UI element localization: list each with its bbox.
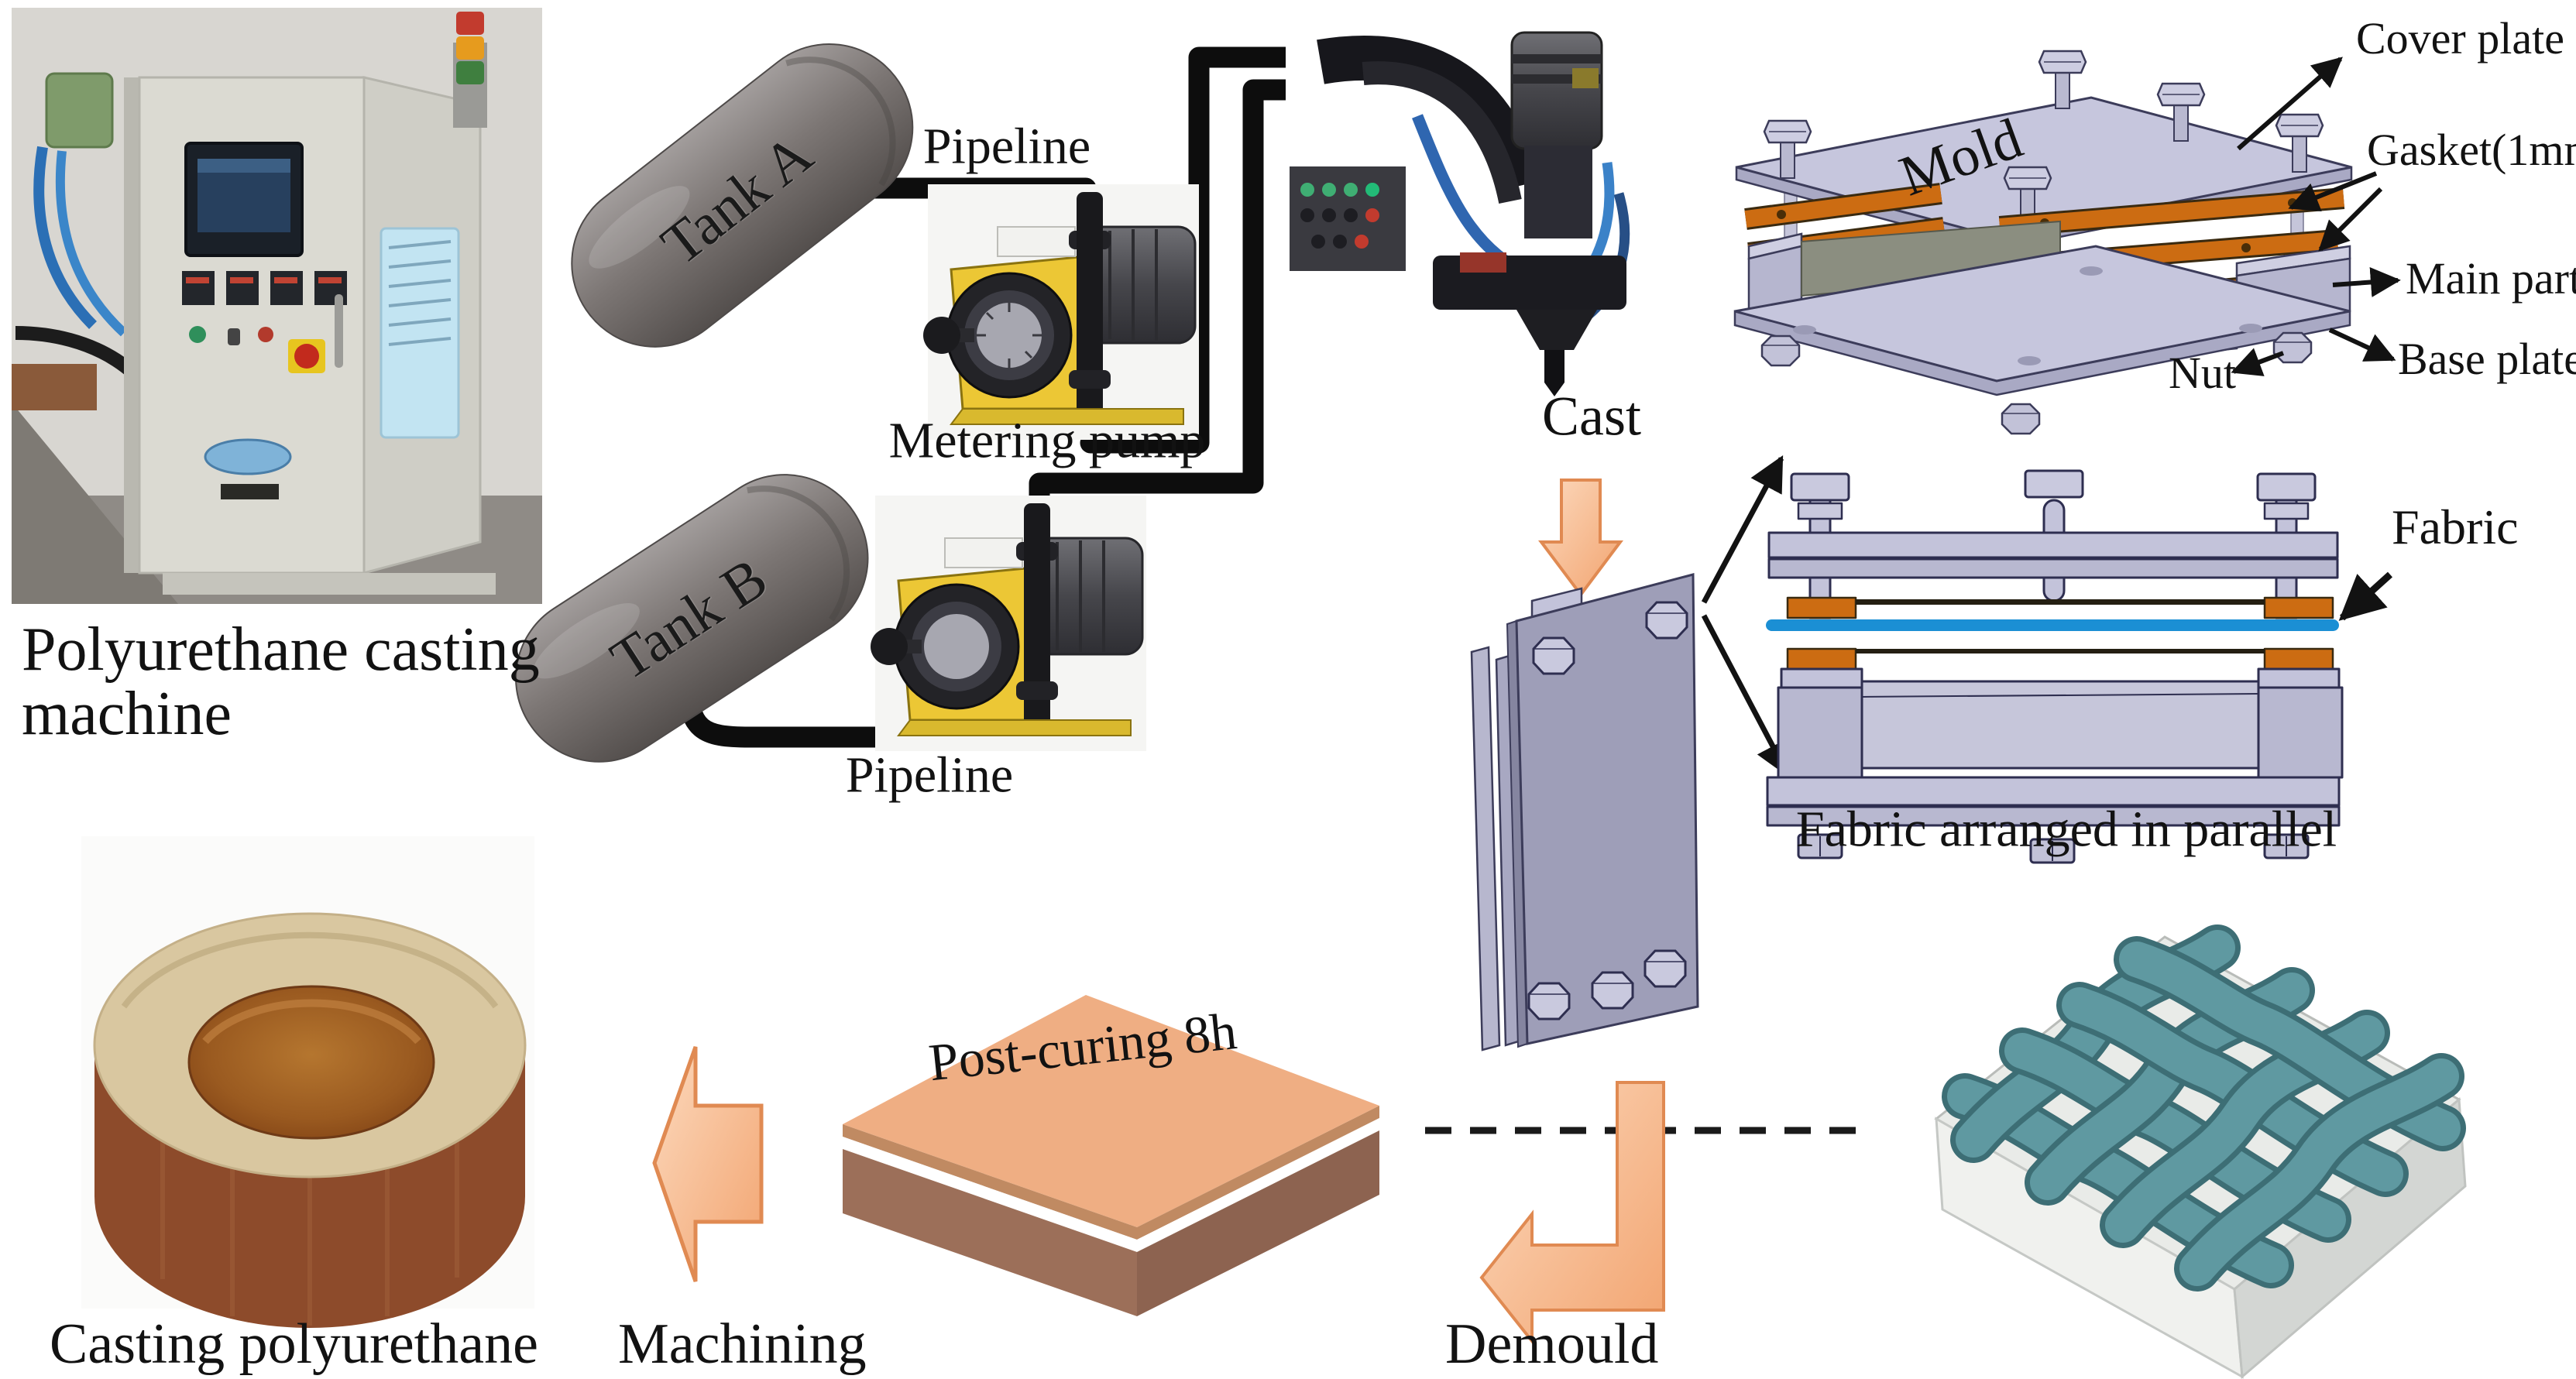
signal-light-red (456, 12, 484, 35)
base-plate-shape (1733, 245, 2351, 396)
mold-to-section-arrows (1701, 455, 1791, 778)
tank-b (515, 474, 869, 763)
fabric-cube (1934, 937, 2467, 1379)
emergency-stop (294, 344, 319, 369)
main-part-arrow (2332, 267, 2401, 297)
top-plate-1 (1767, 531, 2339, 559)
cover-plate-arrow (2237, 57, 2343, 151)
base-plate-arrow (2328, 328, 2396, 362)
fabric-parallel-diagram (1766, 469, 2344, 864)
exploded-label-arrows (2231, 57, 2401, 376)
cast-label: Cast (1541, 385, 1642, 448)
head-motor (1510, 31, 1603, 150)
machine-caption-line2: machine (22, 680, 232, 749)
machining-arrow (652, 1046, 764, 1282)
demould-label: Demould (1445, 1312, 1659, 1376)
metering-pump-label: Metering pump (888, 412, 1206, 469)
gasket-label: Gasket(1mm) (2367, 125, 2576, 175)
red-button (258, 327, 273, 342)
gasket-arrow-2 (2318, 187, 2383, 252)
ring-hole (187, 985, 435, 1140)
machine-caption: Polyurethane casting machine (22, 616, 540, 749)
base-plate-section (1766, 776, 2341, 807)
fabric-layer (1766, 619, 2339, 631)
green-motor (45, 72, 114, 149)
cover-plate-label: Cover plate (2356, 13, 2564, 63)
exploded-mold-diagram (1733, 50, 2353, 435)
nozzle (1544, 350, 1564, 382)
nut-label: Nut (2169, 348, 2236, 398)
metering-pump-b-photo (871, 496, 1146, 751)
tank-a (571, 43, 914, 348)
fabric-parallel-label: Fabric arranged in parallel (1795, 801, 2337, 858)
machine-caption-line1: Polyurethane casting (22, 616, 540, 684)
main-part-label: Main part (2406, 253, 2576, 304)
mold-front-plate (1515, 573, 1699, 1045)
signal-light-amber (456, 36, 484, 60)
pipeline-top-label: Pipeline (922, 118, 1091, 175)
pump-foot (950, 408, 1184, 425)
base-plate-label: Base plate (2398, 334, 2576, 384)
gasket-arrow-1 (2288, 171, 2378, 212)
casting-polyurethane-label: Casting polyurethane (50, 1312, 538, 1376)
post-curing-box (843, 995, 1379, 1316)
demould-arrow (1479, 1081, 1665, 1346)
pump-label (997, 226, 1076, 257)
machining-label: Machining (618, 1312, 867, 1376)
cast-ring-photo (81, 836, 534, 1328)
pump-knob (923, 317, 960, 354)
cast-down-arrow (1538, 479, 1623, 598)
panel-buttons (1300, 183, 1379, 249)
assembled-mold (1470, 573, 1699, 1051)
metering-pump-a-photo (923, 184, 1199, 440)
casting-head-photo (1286, 15, 1657, 396)
fabric-label: Fabric (2392, 499, 2519, 554)
door-handle (335, 294, 343, 368)
brand-oval (204, 438, 292, 475)
support-arm (1317, 35, 1542, 192)
pipeline-bottom-label: Pipeline (845, 746, 1014, 804)
nut-arrow (2231, 348, 2285, 376)
indicator-modules (182, 271, 347, 305)
pump-tube (1077, 192, 1103, 424)
casting-machine-photo (12, 8, 542, 604)
signal-light-green (456, 61, 484, 84)
fabric-arrow (2338, 571, 2393, 621)
top-plate-2 (1767, 557, 2339, 579)
green-button (189, 326, 206, 343)
